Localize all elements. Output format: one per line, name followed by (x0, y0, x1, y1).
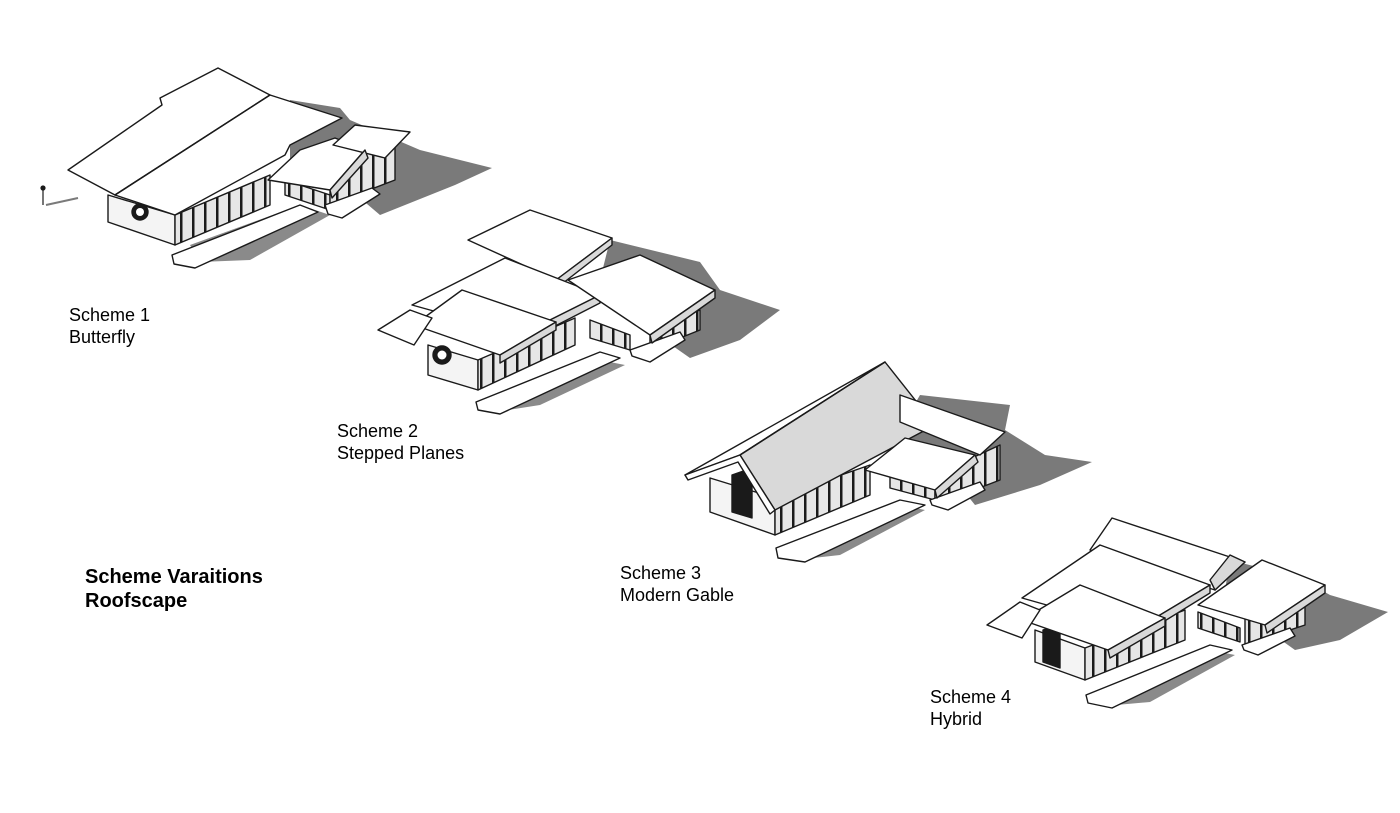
scheme-1-label: Scheme 1 Butterfly (69, 304, 150, 348)
scheme-1-house-drawing (40, 67, 492, 269)
scheme-3-house-drawing (684, 361, 1092, 563)
scheme-2-label: Scheme 2 Stepped Planes (337, 420, 464, 464)
scheme-4-number: Scheme 4 (930, 687, 1012, 707)
scheme-2-name: Stepped Planes (337, 443, 465, 463)
drawing-title-line-2: Roofscape (85, 590, 188, 612)
scale-figure (40, 185, 79, 206)
scheme-4-house-drawing (986, 517, 1388, 709)
scheme-2-number: Scheme 2 (337, 421, 419, 441)
scheme-1-number: Scheme 1 (69, 305, 151, 325)
scheme-3-name: Modern Gable (620, 585, 735, 605)
drawing-title-line-1: Scheme Varaitions (85, 566, 263, 588)
scheme-4-name: Hybrid (930, 709, 983, 729)
scheme-3-number: Scheme 3 (620, 563, 702, 583)
scheme-4-label: Scheme 4 Hybrid (930, 686, 1011, 730)
scheme-3-label: Scheme 3 Modern Gable (620, 562, 734, 606)
scheme-1-name: Butterfly (69, 327, 136, 347)
scheme-2-house-drawing (377, 209, 780, 415)
drawing-title: Scheme Varaitions Roofscape (85, 565, 263, 613)
